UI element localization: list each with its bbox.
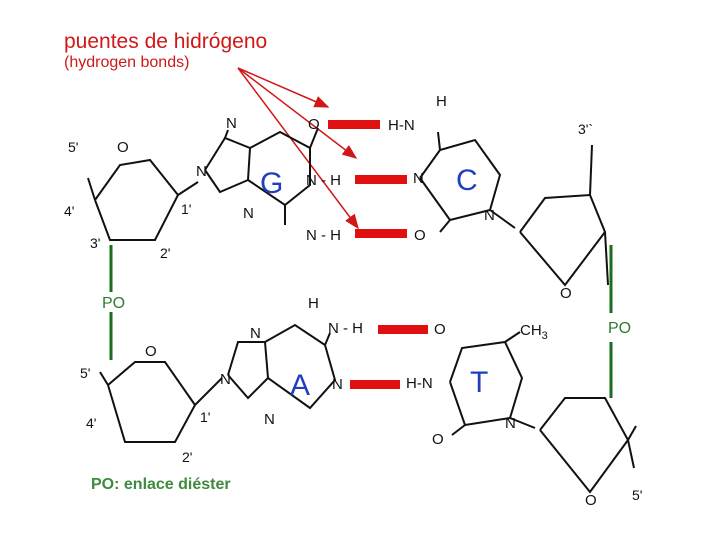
hbond-bar	[355, 229, 407, 238]
arrow-to-hbond-1	[237, 67, 330, 108]
footnote: PO: enlace diéster	[91, 476, 231, 493]
position-label: 3'	[90, 235, 100, 251]
position-label: 5'	[80, 365, 90, 381]
atom-label: H-N	[388, 117, 415, 134]
atom-label: N - H	[306, 227, 341, 244]
ring-oxygen-label: O	[145, 343, 157, 360]
methyl-label: CH3	[520, 322, 548, 342]
position-label: 4'	[86, 415, 96, 431]
sugar-top-right: O 3'`	[519, 121, 609, 302]
pointer-arrows	[237, 67, 359, 230]
atom-label: O	[308, 116, 320, 133]
atom-label: N	[220, 371, 231, 388]
position-label: 2'	[160, 245, 170, 261]
hbond-bar	[328, 120, 380, 129]
phosphodiester-label-left: PO	[102, 295, 125, 312]
position-label: 2'	[182, 449, 192, 465]
sugar-bottom-left: O 5' 4' 1' 2'	[80, 343, 223, 465]
atom-label: N	[413, 170, 424, 187]
atom-label: O	[434, 321, 446, 338]
atom-label: N	[226, 115, 237, 132]
thymine-structure: O H-N N O CH3 T	[406, 321, 548, 448]
position-label: 3'`	[578, 121, 593, 137]
hbond-bar	[378, 325, 428, 334]
title-line-2: (hydrogen bonds)	[64, 54, 189, 71]
adenine-structure: N N N N N - H H A	[220, 295, 363, 428]
ring-oxygen-label: O	[585, 492, 597, 509]
atom-label: O	[432, 431, 444, 448]
base-letter-a: A	[290, 369, 310, 402]
position-label: 1'	[200, 409, 210, 425]
atom-label: N - H	[328, 320, 363, 337]
position-label: 5'	[68, 139, 78, 155]
atom-label: N	[332, 376, 343, 393]
sugar-top-left: O 5' 4' 1' 3' 2'	[64, 139, 199, 261]
cytosine-structure: H-N H N N O C	[388, 93, 516, 244]
hbonds-at	[350, 325, 428, 389]
position-label: 1'	[181, 201, 191, 217]
atom-label: H-N	[406, 375, 433, 392]
atom-label: N	[196, 163, 207, 180]
hbond-bar	[350, 380, 400, 389]
base-letter-c: C	[456, 164, 478, 197]
arrow-to-hbond-2	[237, 67, 358, 159]
arrow-to-hbond-3	[237, 67, 359, 230]
position-label: 5'	[632, 487, 642, 503]
atom-label: N	[243, 205, 254, 222]
guanine-structure: N N N N - H N - H O G	[196, 115, 341, 244]
atom-label: O	[414, 227, 426, 244]
atom-label: N	[250, 325, 261, 342]
atom-label: H	[308, 295, 319, 312]
base-letter-g: G	[260, 167, 283, 200]
base-letter-t: T	[470, 366, 488, 399]
atom-label: N	[484, 207, 495, 224]
atom-label: N	[264, 411, 275, 428]
hbond-bar	[355, 175, 407, 184]
hbonds-gc	[328, 120, 407, 238]
atom-label: N - H	[306, 172, 341, 189]
title-line-1: puentes de hidrógeno	[64, 30, 267, 53]
atom-label: N	[505, 415, 516, 432]
position-label: 4'	[64, 203, 74, 219]
atom-label: H	[436, 93, 447, 110]
sugar-bottom-right: O 5'	[539, 397, 642, 509]
ring-oxygen-label: O	[560, 285, 572, 302]
phosphodiester-label-right: PO	[608, 320, 631, 337]
ring-oxygen-label: O	[117, 139, 129, 156]
